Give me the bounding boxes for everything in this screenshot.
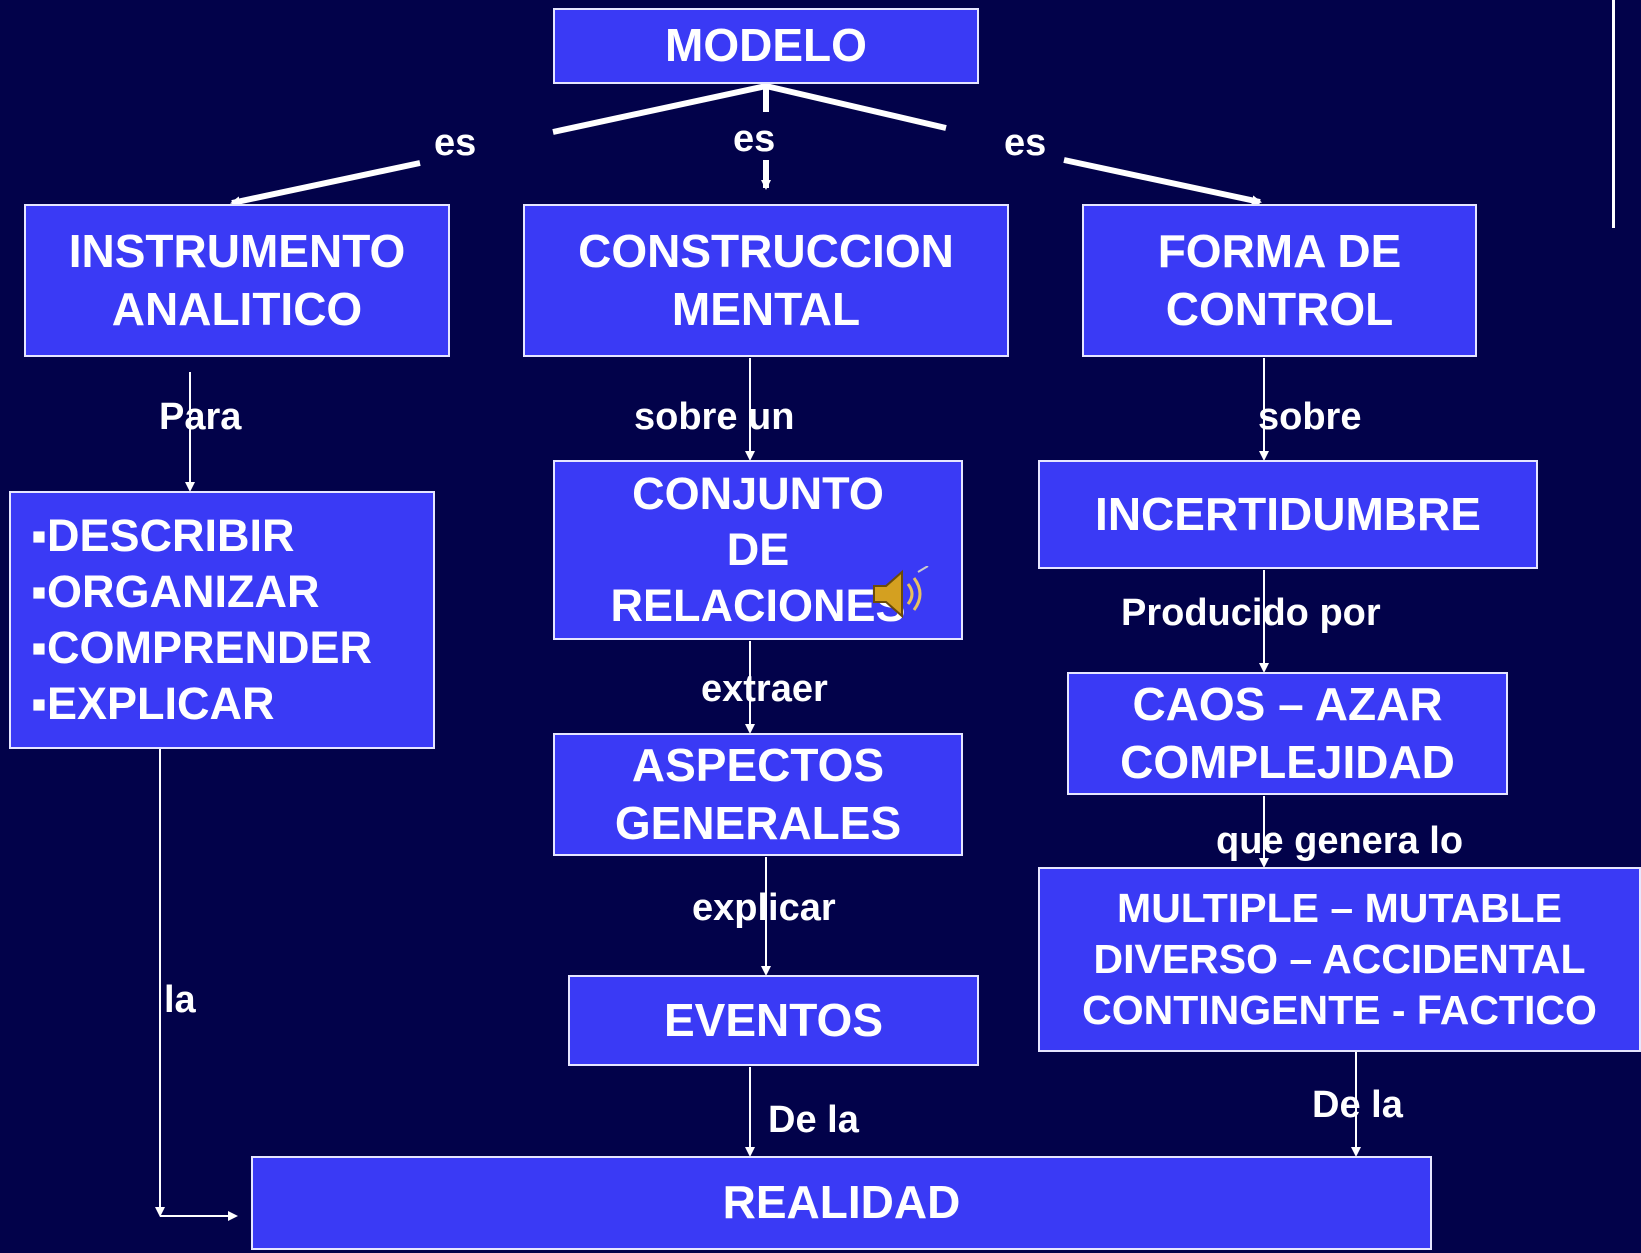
node-eventos: EVENTOS <box>568 975 979 1066</box>
node-construccion-mental: CONSTRUCCION MENTAL <box>523 204 1009 357</box>
node-text-line: COMPLEJIDAD <box>1120 735 1455 788</box>
node-realidad: REALIDAD <box>251 1156 1432 1250</box>
node-acciones: ▪DESCRIBIR ▪ORGANIZAR ▪COMPRENDER ▪EXPLI… <box>9 491 435 749</box>
node-text-line: DE <box>726 523 790 575</box>
node-text-line: INSTRUMENTO <box>68 225 406 277</box>
label-la: la <box>164 979 196 1021</box>
label-para: Para <box>159 396 242 438</box>
node-text-line: ▪DESCRIBIR <box>31 509 295 561</box>
node-text-line: RELACIONES <box>610 580 906 632</box>
node-text-line: ▪COMPRENDER <box>31 622 372 673</box>
connector-modelo-left <box>552 83 767 135</box>
node-text-line: CONSTRUCCION <box>578 225 954 277</box>
label-explicar: explicar <box>692 887 836 929</box>
slide-edge-line <box>1612 0 1615 228</box>
node-text-line: CONTINGENTE - FACTICO <box>1082 987 1597 1034</box>
node-text-line: DIVERSO – ACCIDENTAL <box>1093 935 1586 982</box>
label-es-right: es <box>1004 122 1047 164</box>
node-text-line: ANALITICO <box>111 282 363 335</box>
node-text-line: ▪EXPLICAR <box>31 678 275 730</box>
node-text-line: ASPECTOS <box>631 739 885 791</box>
node-text-line: CONJUNTO <box>632 467 884 519</box>
node-text-line: GENERALES <box>614 796 902 849</box>
node-instrumento-analitico: INSTRUMENTO ANALITICO <box>24 204 450 357</box>
label-producido-por: Producido por <box>1121 592 1381 634</box>
arrow-to-forma <box>1063 157 1262 206</box>
node-text-line: MULTIPLE – MUTABLE <box>1117 884 1562 931</box>
label-de-la-center: De la <box>768 1099 859 1141</box>
node-forma-de-control: FORMA DE CONTROL <box>1082 204 1477 357</box>
node-aspectos-generales: ASPECTOS GENERALES <box>553 733 963 856</box>
label-es-center: es <box>733 118 776 160</box>
node-text-line: CAOS – AZAR <box>1132 678 1443 730</box>
node-text-line: CONTROL <box>1165 282 1394 335</box>
node-text-line: EVENTOS <box>664 993 883 1046</box>
node-modelo-text: MODELO <box>665 19 867 72</box>
node-caos-azar-complejidad: CAOS – AZAR COMPLEJIDAD <box>1067 672 1508 795</box>
node-multiple-mutable: MULTIPLE – MUTABLE DIVERSO – ACCIDENTAL … <box>1038 867 1641 1052</box>
node-modelo: MODELO <box>553 8 979 84</box>
node-incertidumbre: INCERTIDUMBRE <box>1038 460 1538 569</box>
label-sobre: sobre <box>1258 396 1362 438</box>
node-text-line: MENTAL <box>671 282 861 335</box>
arrow-to-instrumento <box>230 160 421 207</box>
label-de-la-right: De la <box>1312 1084 1403 1126</box>
node-conjunto-de-relaciones: CONJUNTO DE RELACIONES <box>553 460 963 640</box>
connector-modelo-right <box>765 83 947 131</box>
label-que-genera-lo: que genera lo <box>1216 820 1464 862</box>
label-extraer: extraer <box>701 668 828 710</box>
node-text-line: FORMA DE <box>1157 225 1402 277</box>
node-text-line: ▪ORGANIZAR <box>31 565 320 617</box>
node-text-line: INCERTIDUMBRE <box>1095 487 1481 540</box>
label-es-left: es <box>434 122 477 164</box>
speaker-icon[interactable] <box>870 565 934 622</box>
node-text-line: REALIDAD <box>722 1176 961 1229</box>
label-sobre-un: sobre un <box>634 396 795 438</box>
